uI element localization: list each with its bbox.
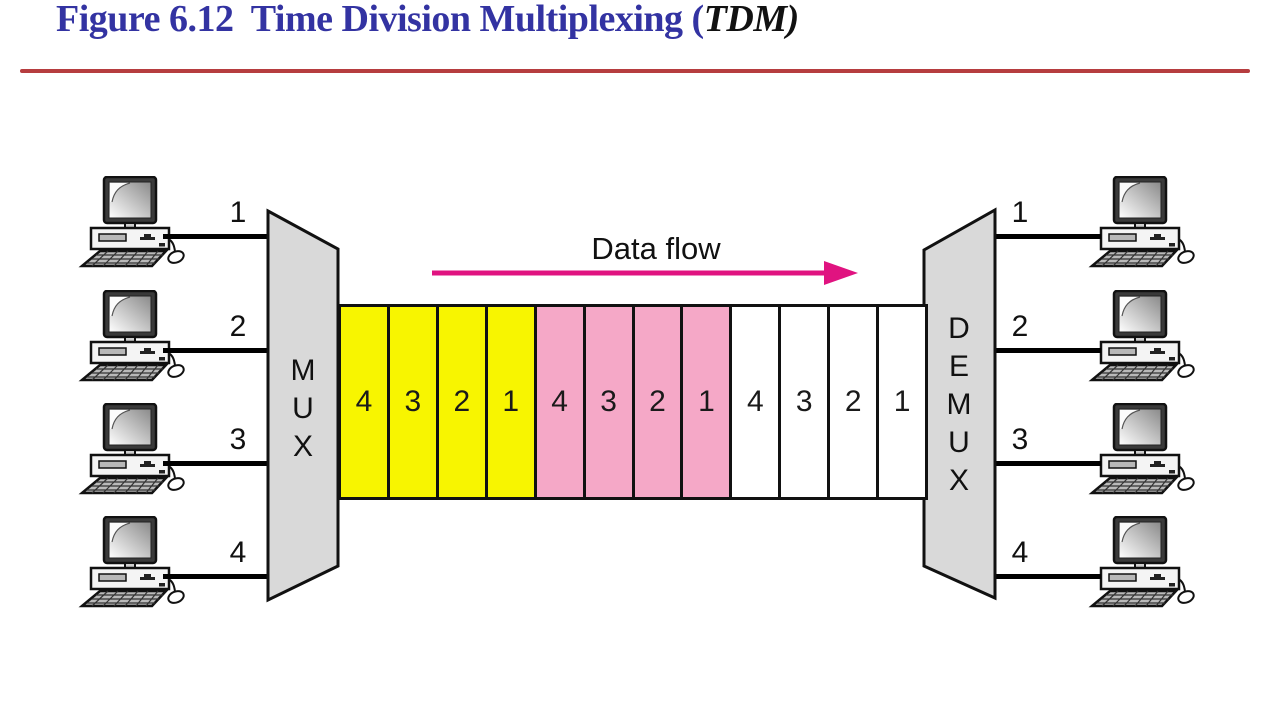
input-line-1 [163,234,271,239]
mux-shape [266,208,340,603]
mux-letter: X [292,430,313,463]
output-label-1: 1 [1011,196,1029,229]
output-line-3 [993,461,1101,466]
time-slot: 1 [487,307,537,497]
output-label-2: 2 [1011,310,1029,343]
header-rule [20,69,1250,73]
mux-letter: U [292,392,314,425]
output-line-4 [993,574,1101,579]
demux-letter: D [948,312,970,345]
input-label-3: 3 [229,423,247,456]
time-slot: 1 [683,307,733,497]
input-line-4 [163,574,271,579]
time-slot: 1 [879,307,926,497]
input-label-2: 2 [229,310,247,343]
demux-letter: M [946,388,972,421]
demux-letter: E [948,350,969,383]
time-slot: 3 [585,307,635,497]
demux-label: D E M U X [941,310,977,500]
time-slot: 4 [732,307,782,497]
page-title-text: Figure 6.12 Time Division Multiplexing ( [56,0,704,40]
time-slot: 3 [389,307,439,497]
time-slot: 2 [634,307,684,497]
page-title: Figure 6.12 Time Division Multiplexing (… [56,0,799,41]
page-title-acronym: TDM) [703,0,800,40]
time-slot: 4 [536,307,586,497]
input-label-4: 4 [229,536,247,569]
demux-letter: U [948,426,970,459]
demux-letter: X [948,464,969,497]
mux-label: M U X [285,352,321,466]
output-label-3: 3 [1011,423,1029,456]
time-slot: 3 [781,307,831,497]
output-line-2 [993,348,1101,353]
demux-shape [922,207,997,601]
input-line-3 [163,461,271,466]
time-slot: 2 [830,307,880,497]
time-slot: 2 [438,307,488,497]
time-slot: 4 [341,307,390,497]
data-flow-label: Data flow [591,231,721,266]
mux-letter: M [290,354,316,387]
data-flow-arrow-head [824,261,858,285]
input-line-2 [163,348,271,353]
input-label-1: 1 [229,196,247,229]
output-line-1 [993,234,1101,239]
output-label-4: 4 [1011,536,1029,569]
channel-strip: 4 3 2 1 4 3 2 1 4 3 2 1 [338,304,928,500]
